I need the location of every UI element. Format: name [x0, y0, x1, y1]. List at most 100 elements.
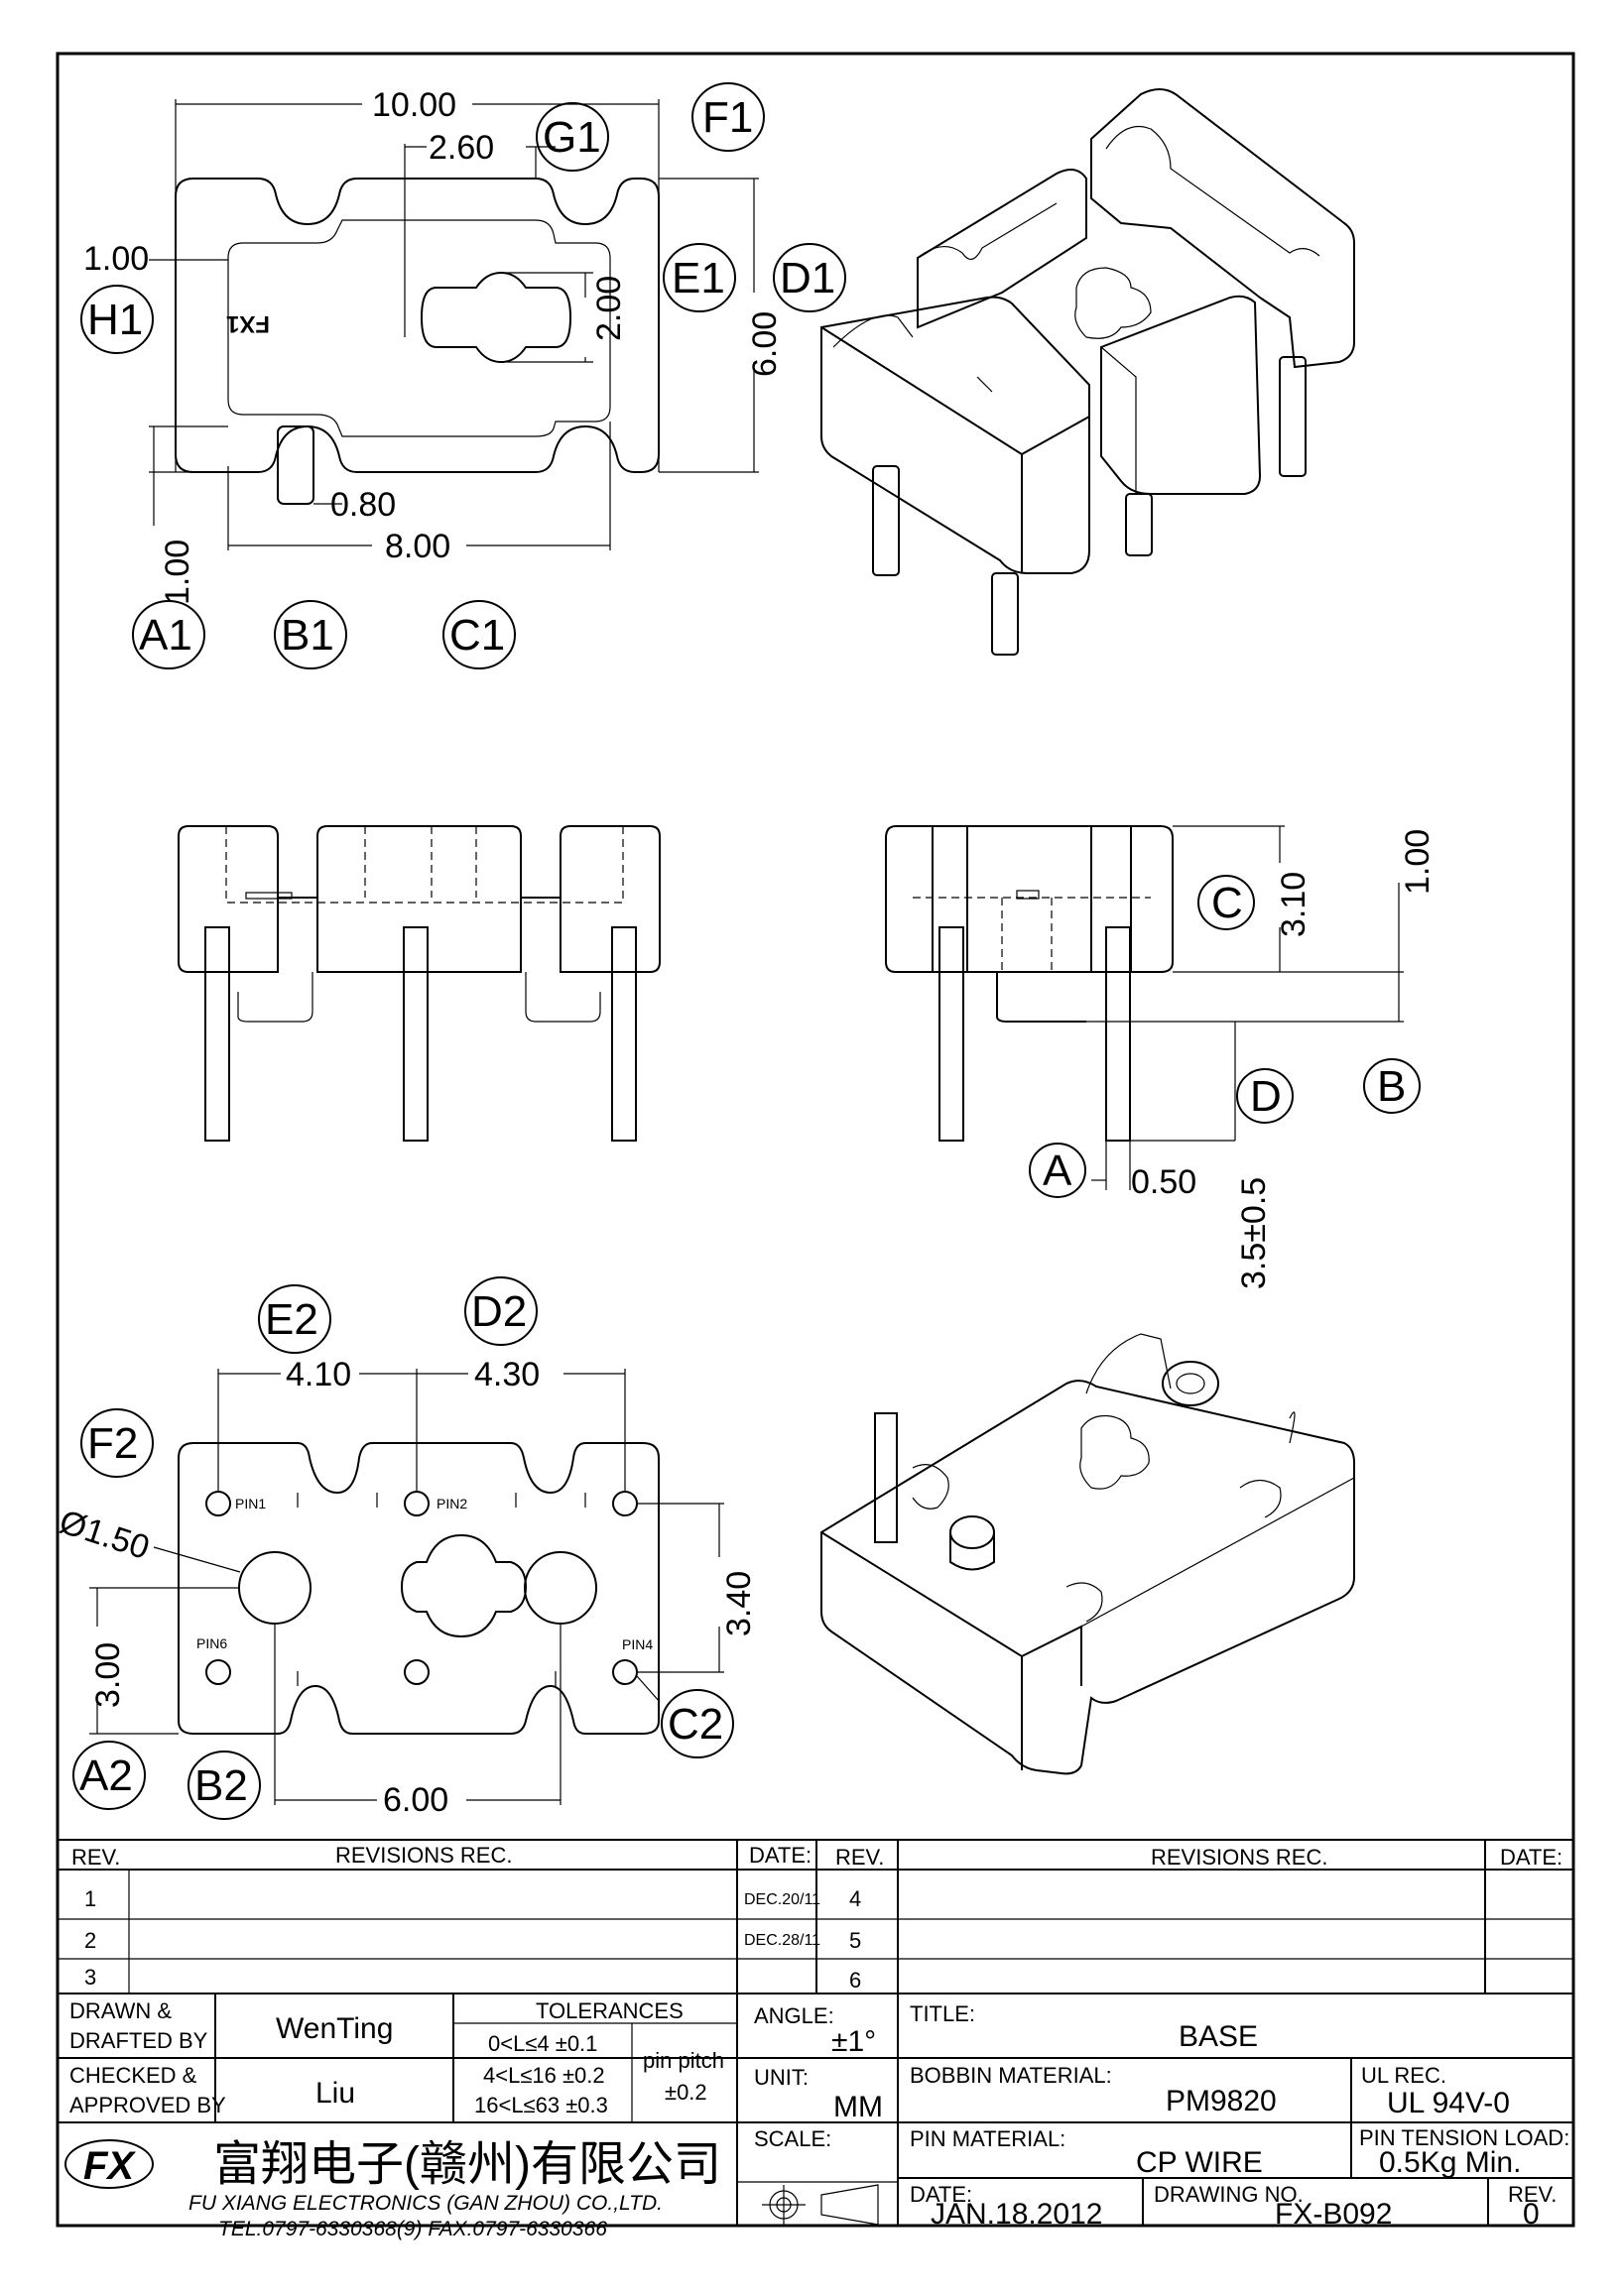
svg-text:C2: C2	[668, 1700, 723, 1749]
pin4-label: PIN4	[622, 1636, 653, 1652]
drawing-no-label: DRAWING NO.	[1154, 2182, 1304, 2207]
dim-0-50: 0.50	[1131, 1163, 1196, 1201]
title-block: DRAWN & DRAFTED BY WenTing CHECKED & APP…	[57, 1993, 1574, 2240]
pin2-label: PIN2	[437, 1496, 467, 1511]
iso-view-top	[820, 88, 1355, 656]
svg-text:G1: G1	[543, 113, 601, 162]
balloon-h1: H1	[80, 285, 154, 354]
svg-text:5: 5	[849, 1928, 861, 1953]
title-value: BASE	[1179, 2020, 1258, 2053]
rev-value: 0	[1523, 2198, 1540, 2231]
svg-text:B2: B2	[194, 1761, 248, 1810]
svg-text:C1: C1	[449, 611, 505, 660]
company-contact: TEL:0797-6330368(9) FAX:0797-6330366	[218, 2218, 607, 2240]
tolerance-row-3: 16<L≤63 ±0.3	[474, 2093, 608, 2117]
pin1-label: PIN1	[235, 1496, 266, 1511]
pin-pitch-value: ±0.2	[665, 2080, 707, 2105]
svg-text:A1: A1	[139, 611, 192, 660]
company-name-cn: 富翔电子(赣州)有限公司	[213, 2138, 721, 2191]
checked-label-2: APPROVED BY	[69, 2093, 226, 2117]
svg-text:6: 6	[849, 1968, 861, 1993]
balloon-a2: A2	[72, 1741, 146, 1810]
angle-label: ANGLE:	[754, 2003, 834, 2028]
balloon-a: A	[1029, 1143, 1086, 1198]
iso-view-bottom: 4" ry="4"/>	[820, 1333, 1355, 1775]
balloon-b2: B2	[187, 1751, 261, 1820]
svg-text:D: D	[1250, 1072, 1282, 1121]
tension-value: 0.5Kg Min.	[1379, 2146, 1521, 2179]
svg-text:C: C	[1211, 879, 1243, 927]
dim-8-00: 8.00	[385, 528, 450, 565]
svg-text:A: A	[1043, 1147, 1072, 1195]
date2-header: DATE:	[1500, 1845, 1562, 1870]
pin-material-value: CP WIRE	[1136, 2146, 1263, 2179]
drawn-label-1: DRAWN &	[69, 1998, 172, 2023]
ul-label: UL REC.	[1361, 2063, 1446, 2088]
dim-4-10: 4.10	[286, 1356, 351, 1393]
balloon-d: D	[1236, 1068, 1294, 1124]
table-row: 2 DEC.28/11 5	[84, 1928, 861, 1953]
tolerances-title: TOLERANCES	[536, 1998, 684, 2023]
rev-header: REV.	[71, 1845, 120, 1870]
balloon-b1: B1	[274, 600, 347, 669]
dim-3-5: 3.5±0.5	[1235, 1177, 1273, 1289]
table-row: 3 6	[84, 1965, 861, 1993]
dim-2-00: 2.00	[590, 276, 628, 341]
tolerance-row-2: 4<L≤16 ±0.2	[483, 2063, 605, 2088]
front-view	[178, 825, 661, 1142]
dim-3-10: 3.10	[1275, 872, 1312, 937]
bottom-view: PIN1 PIN2 PIN4 PIN6 4.10 4.30	[55, 1276, 758, 1820]
top-view-mark: FX1	[226, 310, 270, 337]
dim-6-00: 6.00	[746, 311, 784, 377]
unit-label: UNIT:	[754, 2065, 809, 2090]
projection-symbol-icon	[762, 2184, 879, 2226]
pin6-label: PIN6	[196, 1635, 227, 1651]
dim-0-80: 0.80	[330, 486, 396, 524]
svg-text:E1: E1	[672, 254, 725, 302]
rec-header: REVISIONS REC.	[335, 1843, 512, 1868]
angle-value: ±1°	[831, 2025, 876, 2058]
pin-material-label: PIN MATERIAL:	[910, 2126, 1065, 2151]
checked-label-1: CHECKED &	[69, 2063, 197, 2088]
drawing-no-value: FX-B092	[1275, 2198, 1392, 2231]
bobbin-material-label: BOBBIN MATERIAL:	[910, 2063, 1112, 2088]
tension-label: PIN TENSION LOAD:	[1359, 2125, 1569, 2150]
svg-text:H1: H1	[87, 296, 143, 344]
balloon-a1: A1	[132, 600, 205, 669]
svg-text:DEC.20/11: DEC.20/11	[744, 1891, 820, 1908]
balloon-d1: D1	[773, 243, 846, 312]
dim-1-00-h: 1.00	[83, 240, 149, 278]
svg-text:DEC.28/11: DEC.28/11	[744, 1932, 820, 1949]
balloon-g1: G1	[536, 102, 609, 172]
svg-text:4: 4	[849, 1886, 861, 1911]
balloon-c: C	[1197, 875, 1255, 930]
dim-6-00-bottom: 6.00	[383, 1781, 448, 1819]
date-header: DATE:	[749, 1843, 812, 1868]
dim-2-60: 2.60	[429, 129, 494, 167]
checked-by: Liu	[315, 2077, 355, 2110]
dim-1-00-side: 1.00	[1399, 829, 1437, 895]
svg-text:F1: F1	[702, 93, 753, 142]
svg-text:3: 3	[84, 1965, 96, 1990]
unit-value: MM	[833, 2091, 883, 2123]
balloon-f1: F1	[691, 82, 765, 152]
dim-3-00: 3.00	[89, 1642, 127, 1708]
top-view: FX1 1	[80, 82, 846, 669]
tolerance-row-1: 0<L≤4 ±0.1	[488, 2031, 597, 2056]
scale-label: SCALE:	[754, 2126, 831, 2151]
rev2-header: REV.	[835, 1845, 884, 1870]
balloon-d2: D2	[464, 1276, 538, 1346]
dim-3-40: 3.40	[720, 1571, 758, 1636]
ul-value: UL 94V-0	[1387, 2087, 1510, 2119]
svg-text:E2: E2	[265, 1295, 318, 1344]
balloon-c2: C2	[661, 1689, 734, 1758]
svg-text:D1: D1	[780, 254, 835, 302]
pin-pitch-label: pin pitch	[643, 2048, 724, 2073]
svg-text:F2: F2	[87, 1419, 138, 1468]
side-view: 1.00 3.10 0.50 3.5±0.5 C B D A	[885, 825, 1437, 1289]
svg-text:D2: D2	[471, 1287, 527, 1336]
rec2-header: REVISIONS REC.	[1151, 1845, 1327, 1870]
dim-10: 10.00	[372, 86, 456, 124]
date-value: JAN.18.2012	[931, 2198, 1102, 2231]
